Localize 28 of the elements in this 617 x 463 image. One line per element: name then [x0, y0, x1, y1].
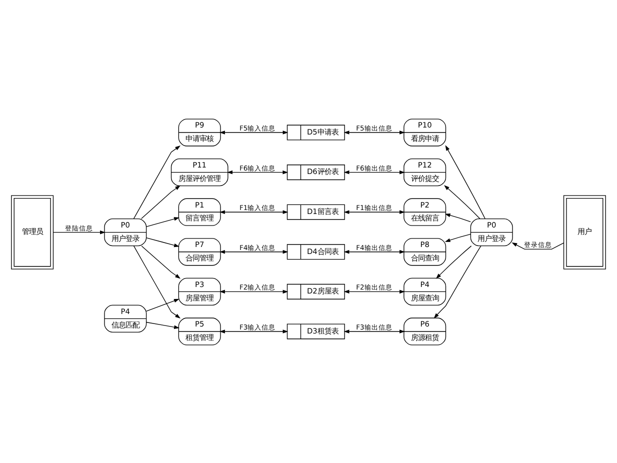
arrow — [141, 245, 181, 278]
arrow — [444, 184, 480, 219]
arrow — [434, 245, 482, 318]
arrow — [512, 242, 564, 250]
arrow — [141, 184, 181, 218]
arrow — [133, 145, 181, 219]
arrow — [344, 130, 405, 134]
arrow — [227, 170, 288, 174]
arrow — [220, 250, 288, 254]
arrow — [146, 236, 180, 247]
arrow — [444, 212, 471, 222]
arrow — [220, 289, 288, 294]
arrow — [344, 210, 405, 214]
arrow — [146, 298, 180, 311]
arrow — [220, 130, 288, 134]
arrow — [344, 250, 405, 254]
arrow — [133, 245, 181, 318]
arrow — [220, 210, 288, 214]
arrow — [436, 245, 472, 278]
arrow — [146, 321, 180, 328]
arrow — [344, 329, 405, 333]
arrow — [53, 230, 106, 234]
arrow — [146, 216, 180, 227]
arrow — [344, 289, 405, 294]
arrow — [445, 144, 486, 219]
arrow — [444, 233, 471, 242]
arrow — [344, 170, 405, 174]
arrow — [220, 329, 288, 333]
